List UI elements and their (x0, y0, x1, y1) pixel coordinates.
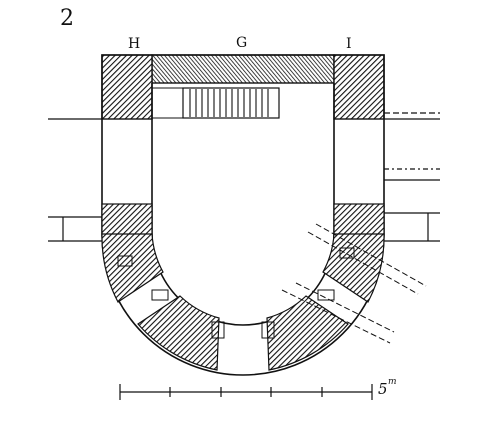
diagonal-dashed-lines (281, 223, 427, 344)
label-h: H (128, 36, 140, 52)
curve-wall-right (322, 233, 385, 303)
left-wall-lines (48, 118, 102, 242)
scale-unit: m (388, 377, 397, 387)
curve-wall-bottom-left (137, 295, 220, 371)
corner-pier-i (333, 54, 385, 120)
curve-wall-left (101, 233, 164, 303)
staircase (152, 87, 280, 119)
label-i: I (346, 36, 352, 52)
top-wall-g (151, 54, 335, 84)
left-wall-lower (101, 203, 153, 237)
label-g: G (236, 35, 247, 51)
scale-value: 5 (378, 380, 388, 398)
right-wall-lines (384, 112, 440, 242)
niche-details (117, 247, 355, 339)
scale-bar (119, 384, 373, 400)
right-wall-lower (333, 203, 385, 237)
curve-wall-bottom-right (266, 295, 349, 371)
corner-pier-h (101, 54, 153, 120)
figure-number: 2 (60, 6, 74, 31)
